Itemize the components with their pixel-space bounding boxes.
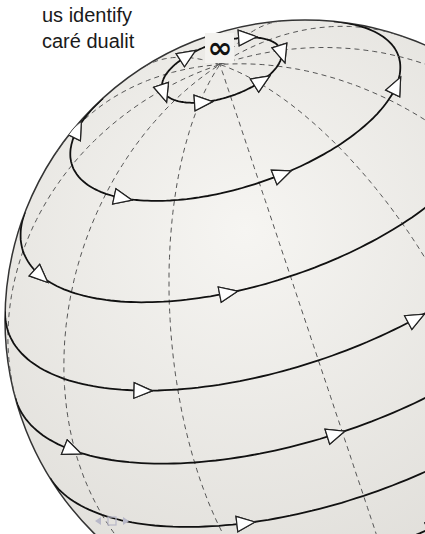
flow-arrowhead (154, 82, 169, 102)
flow-arrowhead (29, 264, 48, 282)
flow-arrowhead (405, 314, 425, 329)
nav-left (95, 517, 101, 525)
flow-arrowhead (325, 429, 345, 444)
nav-right (123, 517, 129, 525)
nav-box (108, 517, 116, 525)
flow-arrowhead (134, 383, 152, 399)
latitude-flow-line (5, 151, 425, 391)
flow-arrowhead (218, 287, 237, 302)
flow-arrowhead (238, 30, 257, 46)
latitude-flow-line (334, 21, 399, 56)
flow-arrowhead (271, 170, 291, 185)
flow-arrowhead (113, 189, 132, 204)
latitude-flow-line (108, 383, 425, 534)
flow-arrowhead (386, 77, 401, 97)
flow-arrowhead (405, 314, 425, 329)
flow-arrowhead (194, 95, 213, 111)
flow-arrowhead (271, 170, 291, 185)
flow-arrowhead (113, 189, 132, 204)
flow-arrowhead (236, 516, 255, 531)
flow-arrowhead (250, 76, 270, 92)
flow-arrowhead (176, 50, 196, 66)
flow-arrowhead (154, 82, 169, 102)
latitude-flow-line (188, 471, 425, 534)
flow-arrowhead (238, 30, 257, 46)
meridian-line (220, 65, 425, 534)
meridian-line (220, 65, 400, 534)
meridian-line (220, 64, 425, 487)
flow-arrowhead (61, 440, 81, 455)
slide-text: us identify (42, 4, 132, 27)
latitude-flow-line (50, 294, 425, 527)
flow-arrowhead (250, 76, 270, 92)
flow-arrowhead (272, 43, 287, 63)
flow-arrowhead (272, 43, 287, 63)
flow-arrowhead (176, 50, 196, 66)
flow-arrowhead (325, 429, 345, 444)
latitude-flow-line (70, 56, 400, 201)
flow-arrowhead (66, 121, 81, 141)
flow-arrowhead (66, 121, 81, 141)
meridian-line (220, 48, 425, 226)
flow-arrowhead (134, 383, 152, 399)
flow-arrowhead (386, 77, 401, 97)
flow-arrowhead (29, 264, 48, 282)
infinity-label: ∞ (205, 33, 234, 63)
flow-arrowhead (218, 287, 237, 302)
flow-arrowhead (61, 440, 81, 455)
flow-arrowhead (236, 516, 255, 531)
slide-text: caré dualit (42, 30, 134, 53)
latitude-flow-line (21, 96, 425, 302)
meridian-line (8, 65, 220, 415)
meridian-line (56, 65, 220, 154)
latitude-flow-line (15, 212, 425, 464)
flow-arrowhead (194, 95, 213, 111)
navigation-symbols (95, 517, 129, 525)
sphere-outline (5, 20, 425, 534)
